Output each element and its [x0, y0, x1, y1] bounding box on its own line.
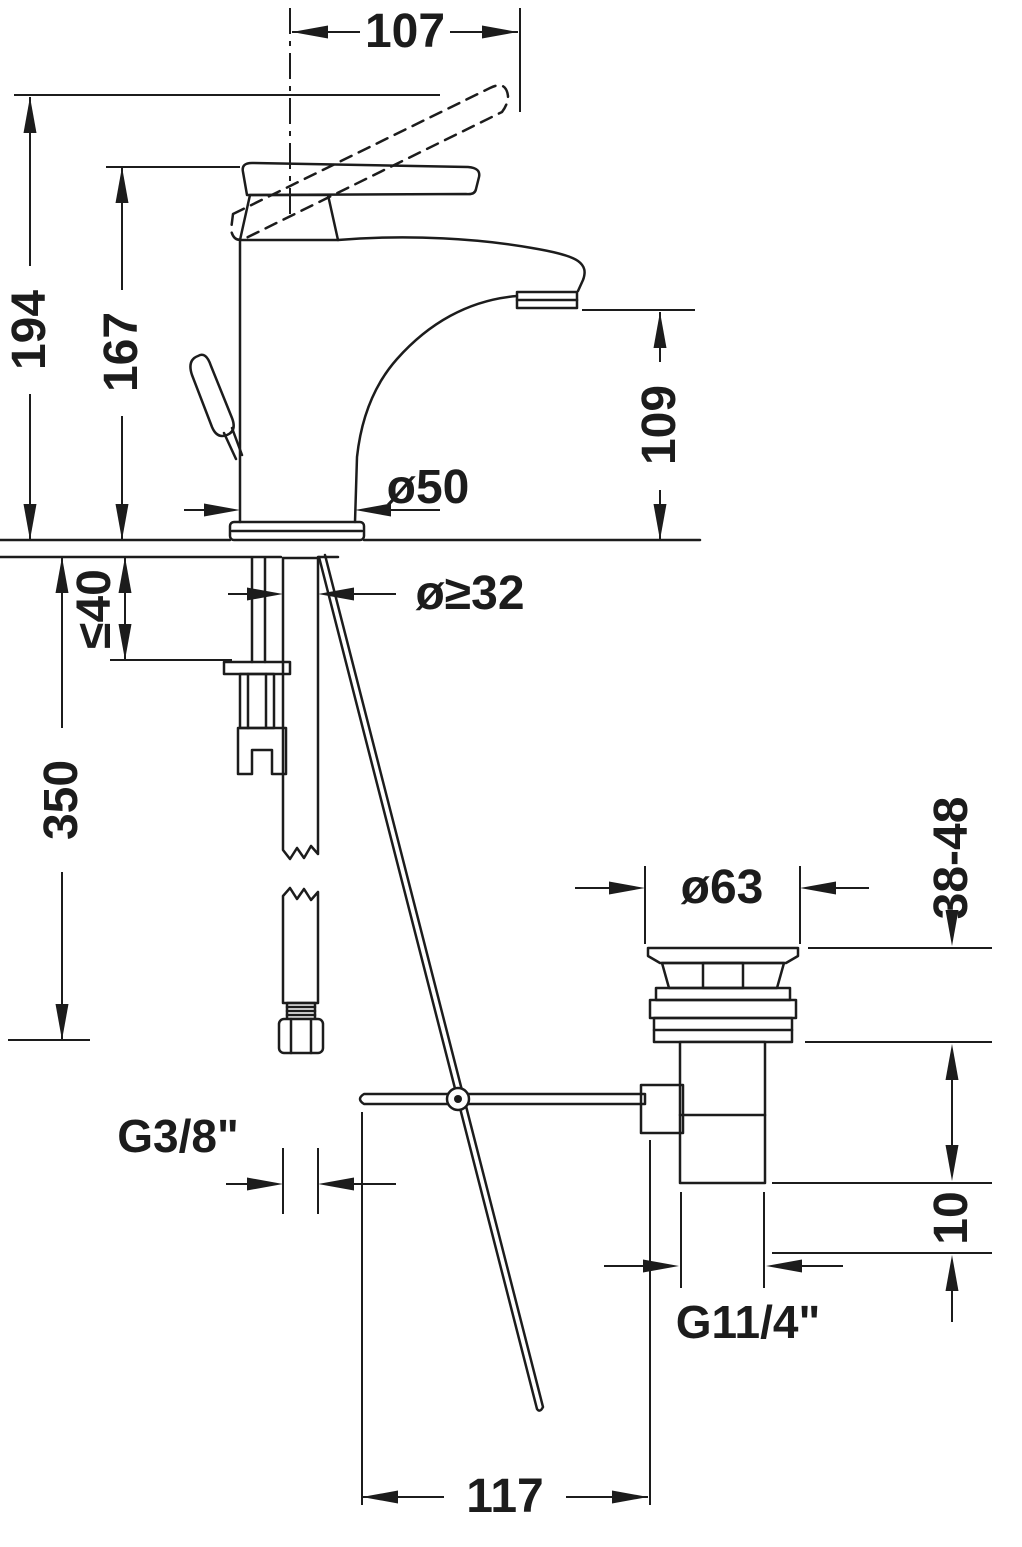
dim-base-diameter: ø50 [184, 461, 469, 517]
rod-ball-joint [445, 1086, 471, 1112]
drain-rim-1 [654, 986, 792, 1002]
dim-lever-reach: 117 [361, 1112, 651, 1523]
dim-total-height: 194 [3, 94, 440, 540]
under-counter-parts [222, 556, 325, 1055]
hose-thread-lines [285, 1005, 317, 1017]
dim-waste-thread-label: G11/4" [676, 1296, 821, 1348]
mounting-washer [222, 660, 292, 676]
mounting-clamp [236, 726, 288, 776]
linkage-lever [358, 1092, 647, 1106]
mounting-nut-facets [246, 672, 268, 730]
supply-hose-lower [281, 886, 320, 1005]
supply-hose-upper [281, 556, 320, 861]
dim-waste-height-range-label: 38-48 [925, 797, 978, 920]
dim-spout-reach: 107 [289, 5, 521, 215]
mounting-stud [250, 556, 267, 664]
mounting-deck [0, 538, 702, 559]
dim-hole-diameter: ø≥32 [228, 567, 525, 620]
hose-nut-facets [289, 1017, 313, 1055]
drain-plug-pin [701, 961, 745, 990]
dim-waste-thread: G11/4" [604, 1192, 843, 1348]
drain-body [678, 1040, 767, 1185]
dim-waste-height-range: 38-48 [805, 797, 992, 1147]
spout-underside [353, 294, 519, 524]
dim-supply-thread: G3/8" [117, 1110, 396, 1214]
dim-hose-length: 350 [8, 557, 90, 1041]
dim-spout-height-label: 109 [633, 385, 686, 465]
dim-waste-flange-diameter-label: ø63 [681, 861, 764, 914]
dim-handle-height: 167 [95, 166, 240, 540]
dim-hose-length-label: 350 [35, 760, 88, 840]
drain-knurled-connector [639, 1083, 685, 1135]
dim-base-diameter-label: ø50 [387, 461, 470, 514]
drain-assembly [639, 946, 800, 1185]
side-lever [189, 353, 235, 438]
dim-deck-thickness: ≤40 [68, 557, 232, 661]
dim-deck-thickness-label: ≤40 [68, 569, 121, 649]
faucet-assembly [189, 84, 586, 542]
dim-waste-gap-label: 10 [925, 1191, 978, 1244]
dim-waste-gap: 10 [772, 1145, 992, 1322]
dim-lever-reach-label: 117 [466, 1470, 543, 1523]
drain-locknut-1 [648, 998, 798, 1020]
handle-raised-dashed [229, 84, 510, 241]
dim-waste-flange-diameter: ø63 [575, 861, 869, 944]
drain-flange-top [646, 946, 800, 965]
drain-flange-neck [660, 961, 786, 990]
aerator [515, 290, 579, 310]
pull-rod [317, 553, 545, 1412]
side-lever-stem [222, 426, 244, 461]
base-flange [228, 520, 366, 542]
dim-handle-height-label: 167 [95, 312, 148, 392]
dim-spout-height: 109 [582, 309, 695, 540]
mounting-nut [238, 672, 276, 730]
spout-top [336, 236, 586, 293]
dim-spout-reach-label: 107 [365, 5, 445, 58]
hose-nut [277, 1017, 325, 1055]
dim-total-height-label: 194 [3, 290, 56, 370]
dim-hole-diameter-label: ø≥32 [415, 567, 524, 620]
handle-lever [241, 161, 481, 197]
lever-rod [358, 1092, 647, 1106]
dim-supply-thread-label: G3/8" [117, 1110, 239, 1162]
